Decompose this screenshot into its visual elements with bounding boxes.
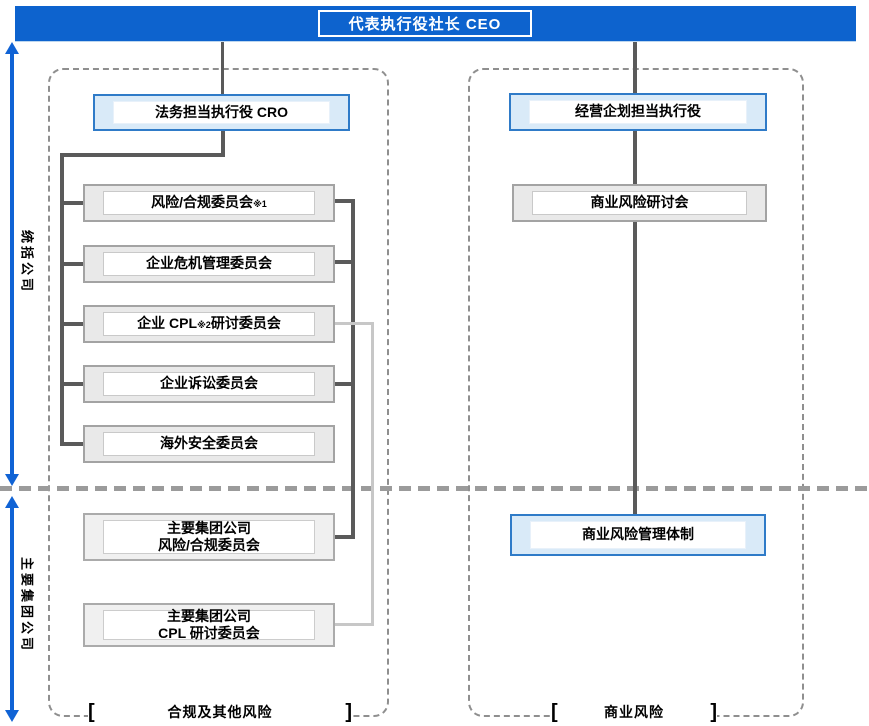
axis-label-group-companies: 主要集团公司 (19, 556, 35, 654)
left-stub-4 (60, 382, 83, 386)
connector-cro-down (221, 131, 225, 157)
committee-box-litigation: 企业诉讼委员会 (83, 365, 335, 403)
right-stub-group (335, 535, 355, 539)
bracket-open: [ (551, 701, 558, 723)
left-stub-2 (60, 262, 83, 266)
group-box-line2: CPL 研讨委员会 (158, 625, 260, 641)
connector-planning-to-study (633, 131, 637, 184)
committee-label: 企业危机管理委员会 (146, 255, 272, 272)
cro-box-label: 法务担当执行役 CRO (113, 101, 330, 124)
right-stub-2 (335, 260, 351, 264)
cpl-spine (371, 322, 374, 626)
left-stub-1 (60, 201, 83, 205)
bracket-close: ] (345, 701, 352, 723)
cpl-stub-top (335, 322, 374, 325)
arrow-down-icon (5, 710, 19, 722)
cro-box: 法务担当执行役 CRO (93, 94, 350, 131)
committee-label: 海外安全委员会 (160, 435, 258, 452)
committee-box-risk-compliance: 风险/合规委员会※1 (83, 184, 335, 222)
connector-ceo-to-planning (633, 41, 637, 93)
footer-label-business-risk: [ 商业风险 ] (551, 696, 717, 726)
group-cpl-box: 主要集团公司 CPL 研讨委员会 (83, 603, 335, 647)
bracket-close: ] (710, 701, 717, 723)
right-spine (351, 199, 355, 539)
right-stub-4 (335, 382, 351, 386)
scope-arrow-group (5, 496, 19, 722)
left-stub-5 (60, 442, 83, 446)
business-planning-box: 经营企划担当执行役 (509, 93, 767, 131)
footer-text: 合规及其他风险 (167, 704, 273, 720)
business-risk-study-box: 商业风险研讨会 (512, 184, 767, 222)
connector-cro-elbow (60, 153, 225, 157)
scope-arrow-holding (5, 42, 19, 486)
connector-study-to-system (633, 222, 637, 514)
business-risk-management-box: 商业风险管理体制 (510, 514, 766, 556)
footer-text: 商业风险 (604, 704, 664, 720)
business-risk-study-label: 商业风险研讨会 (532, 191, 747, 215)
committee-label: 企业诉讼委员会 (160, 375, 258, 392)
committee-label: 风险/合规委员会※1 (151, 194, 267, 211)
arrow-down-icon (5, 474, 19, 486)
cpl-stub-bottom (335, 623, 374, 626)
governance-divider (0, 486, 869, 491)
bracket-open: [ (88, 701, 95, 723)
group-risk-compliance-box: 主要集团公司 风险/合规委员会 (83, 513, 335, 561)
arrow-up-icon (5, 42, 19, 54)
ceo-banner: 代表执行役社长 CEO (15, 6, 856, 42)
ceo-title: 代表执行役社长 CEO (348, 16, 502, 33)
group-box-line2: 风险/合规委员会 (158, 537, 260, 553)
connector-ceo-to-cro (221, 41, 224, 94)
business-planning-label: 经营企划担当执行役 (529, 100, 747, 124)
left-stub-3 (60, 322, 83, 326)
committee-box-crisis-management: 企业危机管理委员会 (83, 245, 335, 283)
group-box-line1: 主要集团公司 (167, 519, 251, 536)
axis-label-holding-company: 统括公司 (19, 229, 35, 295)
right-stub-1 (335, 199, 355, 203)
arrow-up-icon (5, 496, 19, 508)
footer-label-compliance: [ 合规及其他风险 ] (88, 696, 352, 726)
business-risk-management-label: 商业风险管理体制 (530, 521, 746, 549)
group-box-line1: 主要集团公司 (167, 607, 251, 624)
ceo-title-box: 代表执行役社长 CEO (318, 10, 532, 37)
committee-box-overseas-safety: 海外安全委员会 (83, 425, 335, 463)
left-spine (60, 153, 64, 446)
